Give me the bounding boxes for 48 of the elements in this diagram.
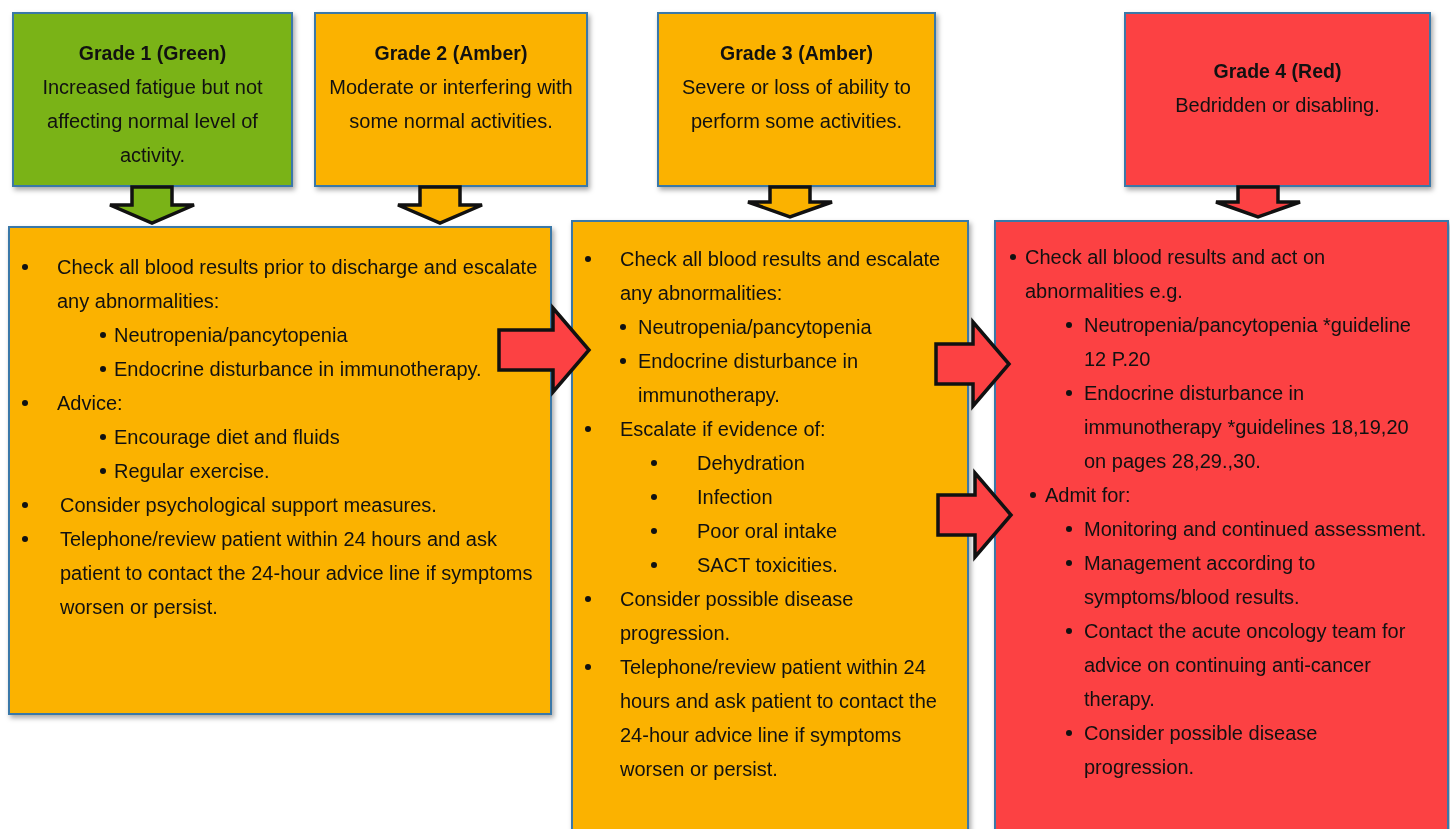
list-item: Endocrine disturbance in immunotherapy. xyxy=(638,349,860,408)
list-item: Telephone/review patient within 24 hours and ask patient to contact the 24-hour advice line if symptoms worsen or persist. xyxy=(620,655,938,782)
block-arrow xyxy=(934,317,1012,411)
list-item: Neutropenia/pancytopenia xyxy=(114,323,349,348)
list-item: Consider possible disease progression. xyxy=(1084,721,1319,780)
list-item: Dehydration xyxy=(697,451,806,476)
block-arrow xyxy=(1214,185,1302,219)
action-box xyxy=(8,226,552,715)
grade-box xyxy=(657,12,936,187)
block-arrow xyxy=(108,185,196,225)
grade-heading: Grade 3 (Amber) xyxy=(719,41,874,66)
list-item: Infection xyxy=(697,485,774,510)
list-item: Telephone/review patient within 24 hours and ask patient to contact the 24-hour advice line if symptoms worsen or persist. xyxy=(60,527,534,620)
grade-description: Severe or loss of ability to perform some activities. xyxy=(681,75,912,134)
block-arrow xyxy=(396,185,484,225)
list-item: Encourage diet and fluids xyxy=(114,425,341,450)
block-arrow xyxy=(746,185,834,219)
grade-heading: Grade 4 (Red) xyxy=(1212,59,1343,84)
list-item: Check all blood results and escalate any abnormalities: xyxy=(620,247,942,306)
list-item: Poor oral intake xyxy=(697,519,839,544)
list-item: Endocrine disturbance in immunotherapy *guidelines 18,19,20 on pages 28,29.,30. xyxy=(1084,381,1410,474)
list-item: Consider psychological support measures. xyxy=(60,493,438,518)
list-item: Admit for: xyxy=(1045,483,1132,508)
block-arrow xyxy=(497,303,592,397)
grade-box xyxy=(1124,12,1431,187)
list-item: Advice: xyxy=(57,391,124,416)
action-box xyxy=(994,220,1449,829)
list-item: Check all blood results prior to discharge and escalate any abnormalities: xyxy=(57,255,539,314)
list-item: Regular exercise. xyxy=(114,459,271,484)
list-item: Consider possible disease progression. xyxy=(620,587,855,646)
grade-description: Increased fatigue but not affecting normal level of activity. xyxy=(41,75,264,168)
list-item: Neutropenia/pancytopenia xyxy=(638,315,873,340)
list-item: Neutropenia/pancytopenia *guideline 12 P.20 xyxy=(1084,313,1412,372)
grade-heading: Grade 1 (Green) xyxy=(77,41,228,66)
block-arrow xyxy=(936,468,1014,562)
list-item: Check all blood results and act on abnormalities e.g. xyxy=(1025,245,1327,304)
grade-description: Bedridden or disabling. xyxy=(1174,93,1381,118)
list-item: Contact the acute oncology team for advice on continuing anti-cancer therapy. xyxy=(1084,619,1407,712)
action-box xyxy=(571,220,969,829)
grade-box xyxy=(314,12,588,187)
grade-box xyxy=(12,12,293,187)
grade-heading: Grade 2 (Amber) xyxy=(373,41,529,66)
list-item: SACT toxicities. xyxy=(697,553,839,578)
grade-description: Moderate or interfering with some normal activities. xyxy=(328,75,574,134)
list-item: Management according to symptoms/blood results. xyxy=(1084,551,1317,610)
list-item: Monitoring and continued assessment. xyxy=(1084,517,1428,542)
list-item: Endocrine disturbance in immunotherapy. xyxy=(114,357,483,382)
list-item: Escalate if evidence of: xyxy=(620,417,827,442)
